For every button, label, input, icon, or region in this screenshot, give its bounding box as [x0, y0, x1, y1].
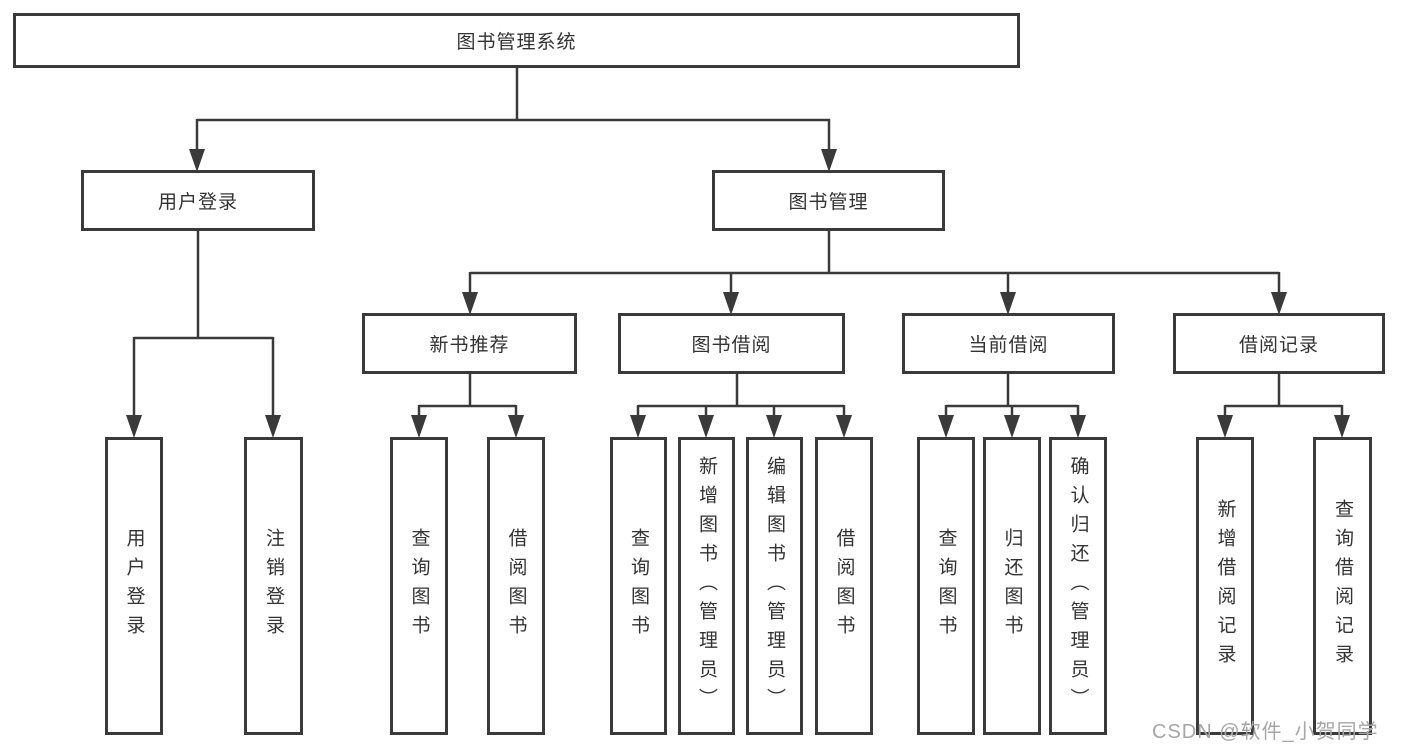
leaf-label: 借阅图书: [505, 528, 527, 644]
leaf-label: 用户登录: [123, 528, 145, 644]
leaf-query-borrow-record: 查询借阅记录: [1313, 437, 1372, 735]
leaf-label: 新增图书（管理员）: [696, 455, 717, 717]
leaf-label: 查询借阅记录: [1332, 499, 1353, 673]
node-label: 图书借阅: [691, 335, 772, 356]
leaf-query-books-recommend: 查询图书: [390, 437, 448, 735]
node-book-management: 图书管理: [712, 170, 945, 231]
leaf-return-books: 归还图书: [983, 437, 1041, 735]
node-new-book-recommend: 新书推荐: [362, 313, 577, 374]
leaf-add-book-admin: 新增图书（管理员）: [678, 437, 735, 735]
leaf-label: 确认归还（管理员）: [1067, 455, 1089, 717]
leaf-logout: 注销登录: [244, 437, 303, 735]
leaf-label: 归还图书: [1001, 528, 1023, 644]
leaf-label: 编辑图书（管理员）: [764, 455, 785, 717]
node-label: 当前借阅: [968, 335, 1049, 356]
leaf-add-borrow-record: 新增借阅记录: [1196, 437, 1254, 735]
leaf-edit-book-admin: 编辑图书（管理员）: [746, 437, 803, 735]
leaf-borrow-books: 借阅图书: [815, 437, 873, 735]
leaf-query-books-current: 查询图书: [917, 437, 975, 735]
node-label: 新书推荐: [429, 335, 510, 356]
node-label: 图书管理系统: [456, 32, 577, 53]
node-borrow-records: 借阅记录: [1173, 313, 1385, 374]
leaf-label: 新增借阅记录: [1214, 499, 1236, 673]
leaf-confirm-return-admin: 确认归还（管理员）: [1049, 437, 1107, 735]
leaf-label: 查询图书: [408, 528, 430, 644]
leaf-borrow-books-recommend: 借阅图书: [487, 437, 545, 735]
leaf-label: 查询图书: [935, 528, 957, 644]
node-user-login: 用户登录: [81, 170, 315, 231]
leaf-label: 借阅图书: [833, 528, 855, 644]
leaf-label: 注销登录: [263, 528, 284, 644]
node-label: 用户登录: [157, 192, 238, 213]
leaf-query-books-borrow: 查询图书: [610, 437, 667, 735]
node-current-borrow: 当前借阅: [902, 313, 1115, 374]
leaf-user-login: 用户登录: [105, 437, 163, 735]
node-label: 图书管理: [788, 192, 869, 213]
node-book-borrow: 图书借阅: [618, 313, 845, 374]
node-library-system: 图书管理系统: [13, 13, 1020, 68]
node-label: 借阅记录: [1238, 335, 1319, 356]
watermark: CSDN @软件_小贺同学: [1152, 721, 1379, 743]
leaf-label: 查询图书: [628, 528, 649, 644]
